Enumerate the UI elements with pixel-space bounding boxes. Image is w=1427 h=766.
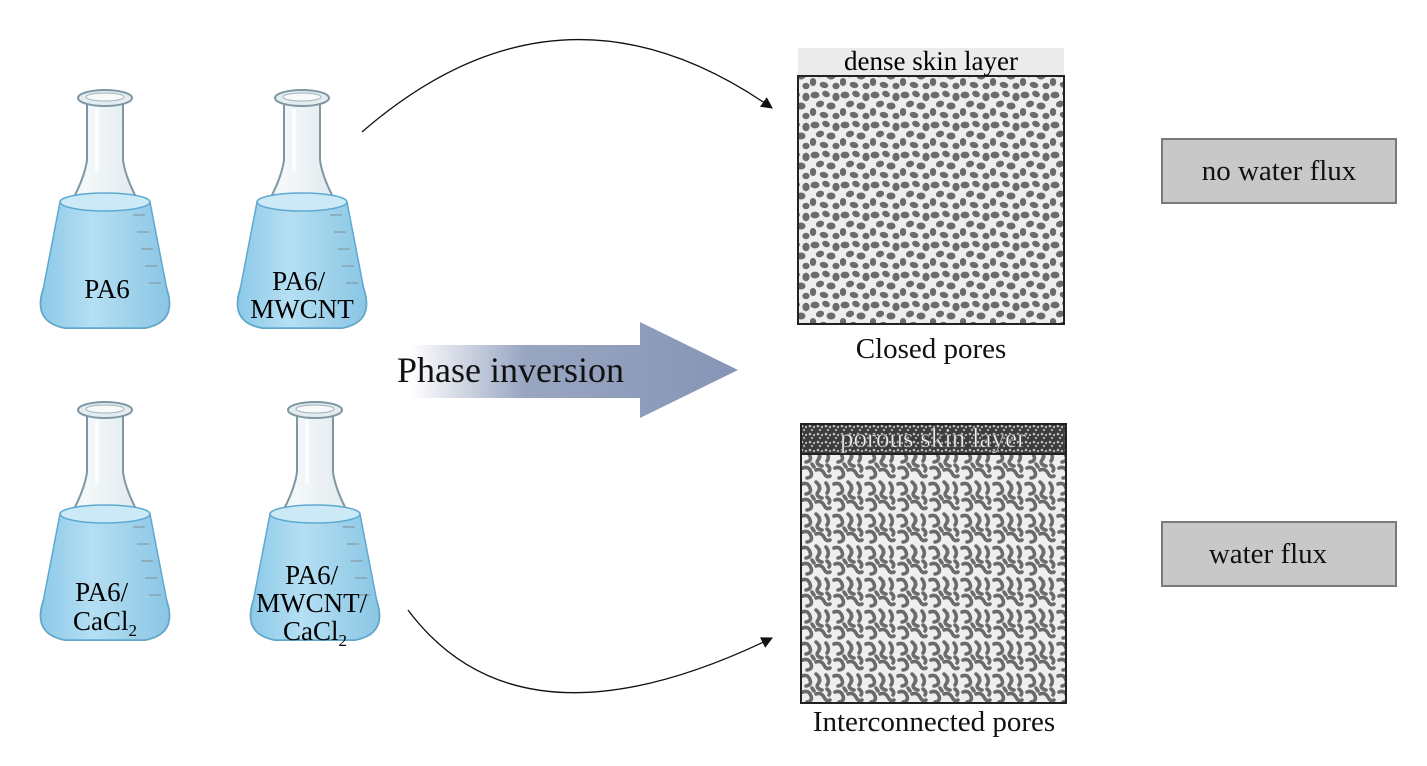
water-flux-box: water flux	[1161, 521, 1397, 587]
no-water-flux-box: no water flux	[1161, 138, 1397, 204]
dense-skin-layer	[798, 48, 1064, 76]
curved-arrow-top	[361, 38, 773, 133]
flask-2-label: PA6/ MWCNT	[250, 266, 354, 324]
phase-inversion-label: Phase inversion	[397, 350, 624, 390]
phase-inversion-arrow	[410, 322, 738, 418]
flask-3-label: PA6/ CaCl2	[73, 577, 137, 640]
interconnected-pore-membrane	[800, 453, 1067, 704]
flask-4-label: PA6/ MWCNT/ CaCl2	[256, 560, 374, 650]
curved-arrow-bottom	[407, 609, 774, 694]
closed-pore-membrane	[797, 75, 1065, 325]
flask-1-label: PA6	[84, 274, 130, 304]
dense-skin-label: dense skin layer	[844, 46, 1018, 76]
porous-skin-label: porous skin layer	[840, 423, 1026, 453]
interconnected-pores-caption: Interconnected pores	[812, 706, 1056, 738]
closed-pores-caption: Closed pores	[855, 333, 1007, 365]
